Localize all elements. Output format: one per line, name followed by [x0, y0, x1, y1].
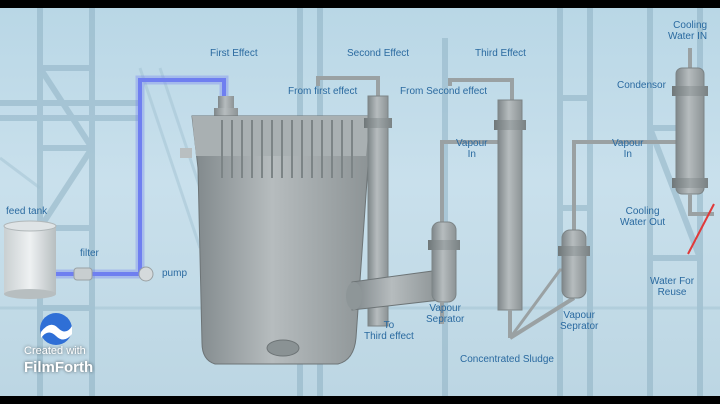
label-vapour-separator-2-text: Vapour Seprator — [560, 310, 599, 332]
label-to-third-effect: To Third effect — [364, 320, 414, 342]
label-from-second-effect: From Second effect — [400, 86, 488, 97]
watermark-line2: FilmForth — [24, 359, 94, 376]
label-pump: pump — [162, 268, 188, 279]
first-effect-outlet — [346, 269, 441, 311]
label-vapour-separator-2: Vapour Seprator — [560, 310, 598, 332]
filter — [73, 267, 93, 281]
vapour-separator-2 — [558, 140, 690, 299]
label-vapour-in-1-text: Vapour In — [456, 138, 488, 160]
label-water-for-reuse-text: Water For Reuse — [650, 276, 695, 298]
video-frame: feed tank filter pump First Effect Secon… — [0, 8, 720, 396]
filmforth-logo-icon — [40, 313, 72, 345]
condensor — [672, 48, 714, 216]
label-cooling-water-in: Cooling Water IN — [668, 20, 707, 42]
label-condensor: Condensor — [617, 80, 666, 91]
watermark-line1: Created with — [24, 345, 86, 357]
label-vapour-in-2: Vapour In — [612, 138, 644, 160]
label-vapour-in-1: Vapour In — [456, 138, 488, 160]
label-water-for-reuse: Water For Reuse — [650, 276, 694, 298]
label-feed-tank: feed tank — [6, 206, 48, 217]
label-cooling-water-in-text: Cooling Water IN — [668, 20, 708, 42]
water-for-reuse-line — [687, 203, 715, 255]
label-to-third-effect-text: To Third effect — [364, 320, 414, 342]
label-vapour-in-2-text: Vapour In — [612, 138, 644, 160]
label-vapour-separator-1-text: Vapour Seprator — [426, 303, 465, 325]
label-cooling-water-out-text: Cooling Water Out — [620, 206, 666, 228]
feed-tank — [3, 220, 57, 299]
label-first-effect: First Effect — [210, 48, 258, 59]
pump — [138, 266, 154, 282]
label-cooling-water-out: Cooling Water Out — [620, 206, 665, 228]
second-effect-column — [316, 76, 392, 327]
label-filter: filter — [80, 248, 99, 259]
label-second-effect: Second Effect — [347, 48, 410, 59]
feed-pipe — [56, 75, 229, 279]
label-concentrated-sludge: Concentrated Sludge — [460, 354, 554, 365]
label-vapour-separator-1: Vapour Seprator — [426, 303, 464, 325]
label-from-first-effect: From first effect — [288, 86, 358, 97]
first-effect-evaporator — [180, 96, 371, 365]
third-effect-column — [448, 78, 576, 340]
label-third-effect: Third Effect — [475, 48, 526, 59]
evaporator-diagram — [0, 8, 720, 396]
filmforth-watermark: Created with FilmForth — [14, 312, 124, 382]
